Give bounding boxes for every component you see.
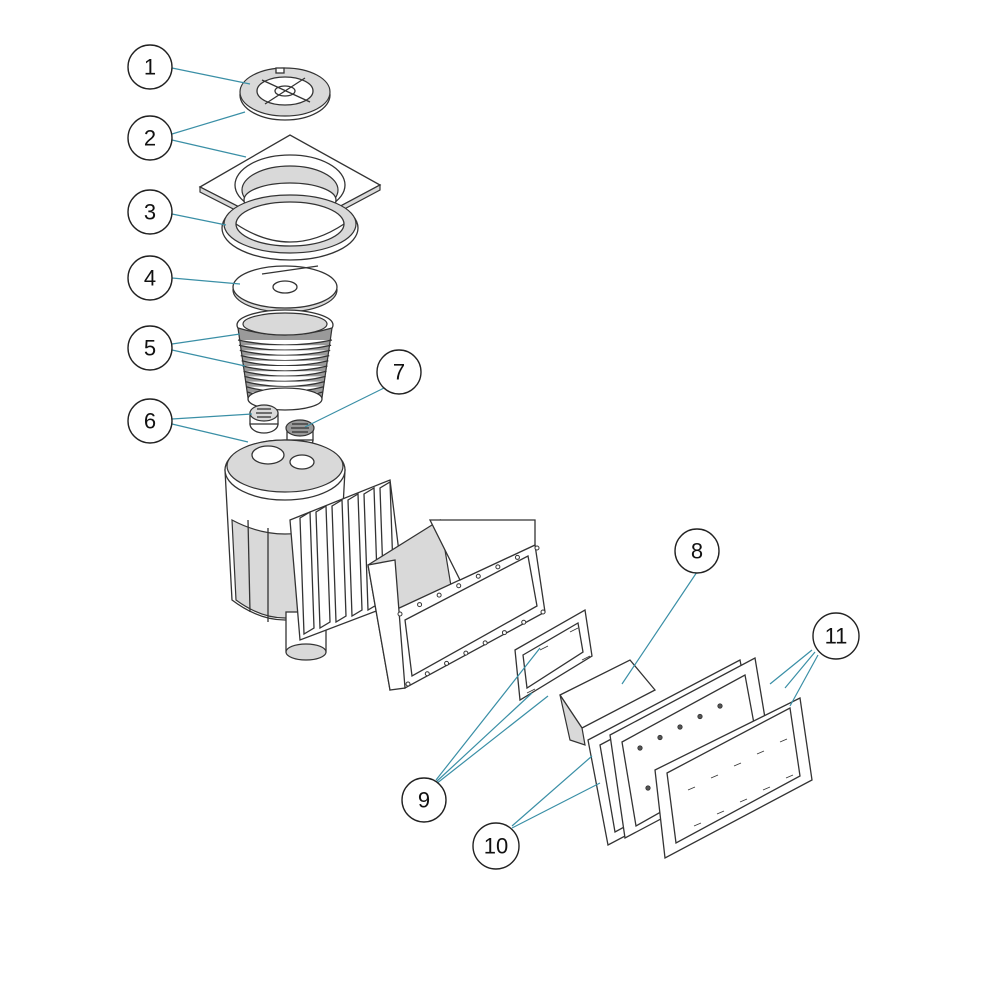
leader-lines [171,67,819,829]
part-gasket-frames [587,657,773,846]
basket-ribs [237,339,333,403]
faceplate-screw [716,810,725,815]
callout-2: 2 [127,115,173,161]
flange-hole [405,681,411,687]
faceplate-screw [739,798,748,803]
basket-rib [239,349,331,357]
flange-hole [424,671,430,677]
part-plug-6 [249,404,279,434]
basket-rib [243,370,327,377]
callout-10: 10 [472,822,520,870]
part-small-frame [514,608,593,702]
basket-rib [244,375,326,383]
callout-3: 3 [127,189,173,235]
flange-hole [514,554,520,560]
throat-fin [331,498,347,624]
part-extension-flange [367,519,546,692]
callout-label: 7 [393,360,405,385]
part-skimmer-body [224,439,406,661]
callout-label: 6 [144,409,156,434]
faceplate-screw [779,738,788,743]
part-weir-flap [559,659,657,746]
flange-hole [444,660,450,666]
callout-6: 6 [127,398,173,444]
part-disc [232,265,338,313]
flange-hole [475,573,481,579]
callout-label: 10 [484,834,508,859]
faceplate-screws [687,738,794,827]
flange-hole [456,583,462,589]
callout-label: 5 [144,336,156,361]
flange-holes [397,545,546,687]
callout-label: 8 [691,539,703,564]
callout-label: 9 [418,788,430,813]
basket-rib [241,360,329,367]
callout-9: 9 [401,777,447,823]
faceplate-screw [710,774,719,779]
basket-rib [237,339,333,346]
flange-hole [482,640,488,646]
flange-hole [397,611,403,617]
callout-1: 1 [127,44,173,90]
throat-fin [315,504,331,630]
faceplate-screw [756,750,765,755]
flange-hole [495,564,501,570]
flange-hole [540,609,546,615]
flange-hole [501,630,507,636]
faceplate-screw [693,822,702,827]
part-basket [236,309,334,411]
throat-fin [299,510,315,636]
callout-label: 3 [144,200,156,225]
faceplate-screw [785,774,794,779]
gasket-dot [657,734,663,741]
callout-11: 11 [812,612,860,660]
part-faceplate [654,697,813,860]
callout-8: 8 [674,528,720,574]
callout-4: 4 [127,255,173,301]
callout-label: 1 [144,55,156,80]
gasket-dot [697,713,703,720]
faceplate-screw [733,762,742,767]
flange-hole [521,619,527,625]
part-ring [221,194,359,261]
basket-rib [240,354,330,362]
basket-rib [238,344,332,351]
callout-label: 2 [144,126,156,151]
callout-label: 4 [144,266,156,291]
faceplate-screw [762,786,771,791]
gasket-dot [637,745,643,751]
throat-fin [347,492,363,618]
flange-hole [436,592,442,598]
gasket-dot [677,724,683,730]
gasket-dot [645,785,651,791]
basket-rib [242,365,328,372]
callout-5: 5 [127,325,173,371]
callout-label: 11 [825,624,848,649]
faceplate-screw [687,786,696,791]
part-lid [239,67,331,121]
flange-hole [534,545,540,551]
gasket-dot [717,703,723,709]
flange-hole [417,602,423,608]
basket-rib [245,380,325,388]
callout-7: 7 [376,349,422,395]
flange-hole [463,650,469,656]
